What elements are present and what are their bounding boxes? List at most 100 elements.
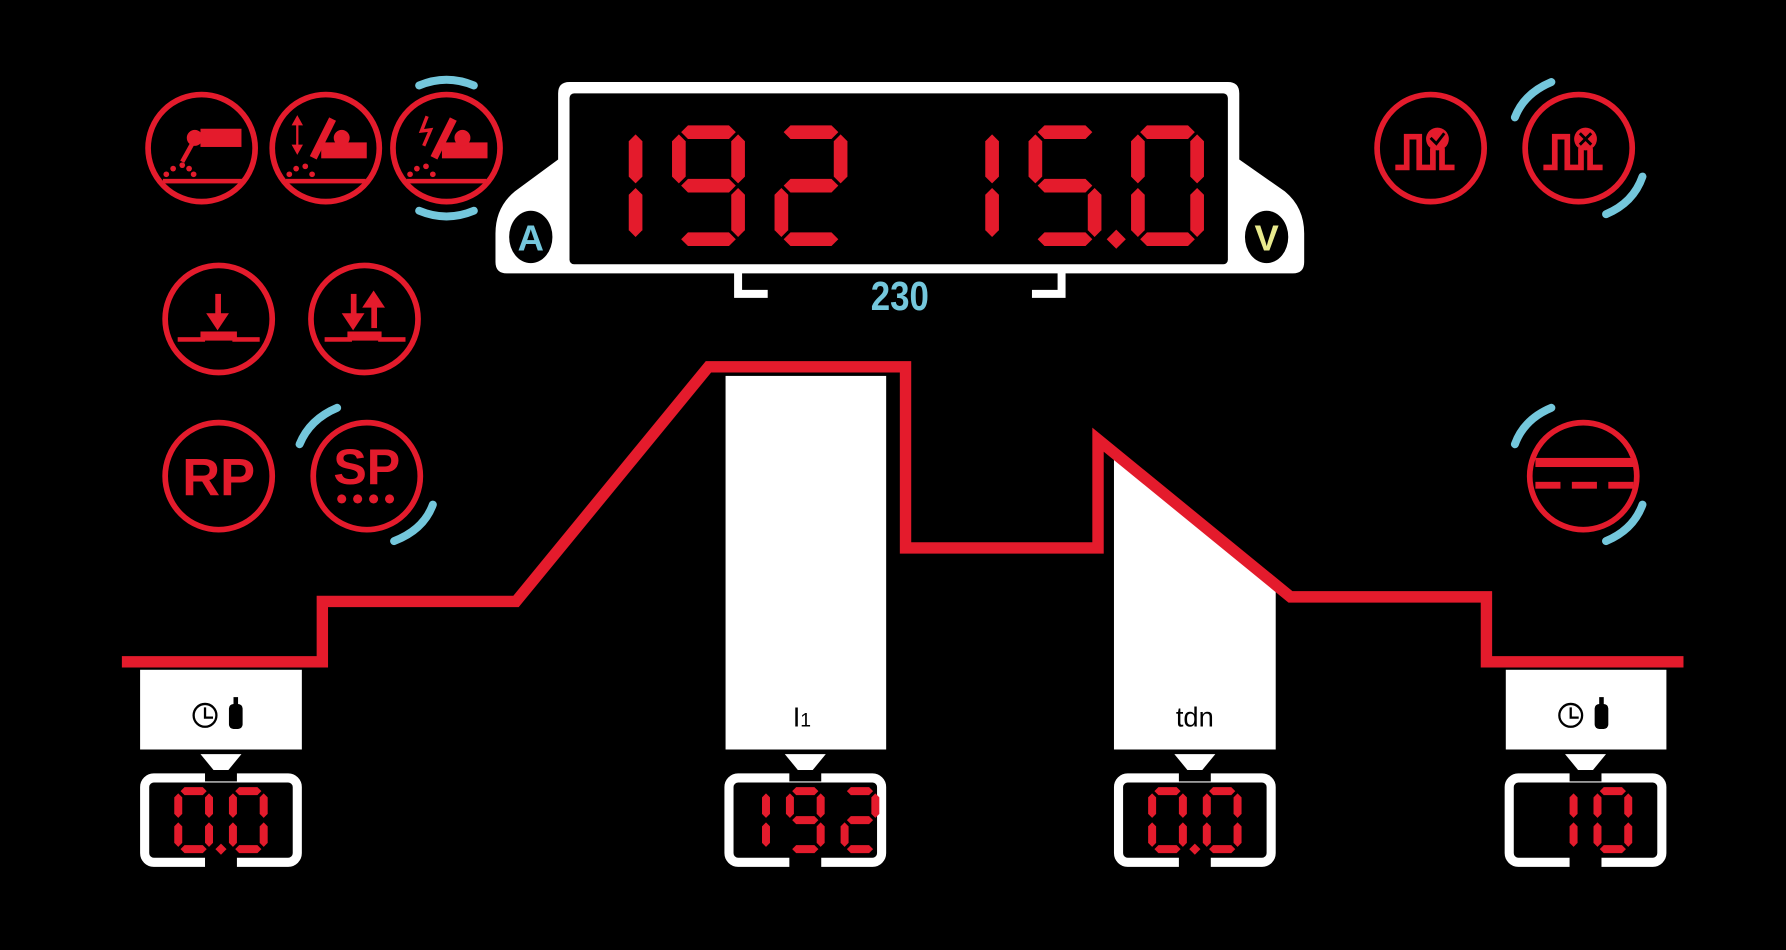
main-display: A V 230 [495, 82, 1305, 320]
segment-f [672, 134, 686, 184]
pulse-on-button[interactable] [1374, 91, 1488, 205]
segment-a [1140, 125, 1195, 139]
segment-a [235, 787, 262, 796]
segment-e [174, 822, 183, 847]
segment-d [235, 845, 262, 854]
post-gas-time-value [1569, 787, 1633, 854]
segment-d [1140, 232, 1195, 247]
voltage-unit: V [1254, 218, 1279, 259]
segment-d [846, 845, 874, 854]
segment-a [1209, 787, 1236, 796]
stick-electrode-icon [162, 128, 243, 184]
segment-b [816, 793, 825, 818]
process-button-mma[interactable] [145, 91, 258, 205]
sp-button[interactable]: SP [295, 403, 437, 546]
segment-f [1028, 134, 1043, 184]
segment-e [228, 822, 237, 847]
current-unit: A [518, 218, 544, 259]
button-ring [310, 419, 424, 533]
segment-b [259, 793, 268, 818]
segment-d [783, 232, 839, 247]
selected-indicator-arc [1510, 78, 1556, 122]
process-button-tig-lift[interactable] [269, 91, 383, 205]
segment-e [1131, 187, 1145, 237]
segment-e [1593, 822, 1602, 847]
segment-c [731, 187, 745, 237]
segment-c [205, 822, 213, 847]
post-gas-time-value-box[interactable] [1504, 754, 1667, 868]
segment-c [1233, 822, 1242, 847]
segment-b [762, 793, 770, 818]
selected-indicator-arc [415, 75, 478, 90]
downslope-time-value-box[interactable] [1113, 754, 1276, 868]
segment-b [628, 134, 643, 184]
decimal-point [1106, 229, 1126, 249]
current-readout [628, 125, 848, 247]
sp-dots-icon [337, 494, 395, 504]
segment-digit [1593, 787, 1633, 854]
voltage-unit-badge: V [1244, 210, 1289, 264]
segment-a [1154, 787, 1181, 796]
segment-c [1087, 187, 1102, 237]
segment-d [681, 232, 736, 247]
segment-c [1569, 822, 1578, 847]
segment-b [731, 134, 745, 184]
segment-f [1593, 793, 1602, 818]
pulse-off-button[interactable] [1510, 78, 1647, 219]
trigger-4t-button[interactable] [308, 262, 421, 376]
value-box-frame [1504, 773, 1667, 867]
segment-f [228, 793, 237, 818]
arrow-down-2t-icon [177, 293, 260, 342]
segment-d [1154, 845, 1181, 854]
pulse-check-icon [1395, 127, 1455, 171]
segment-digit [762, 793, 770, 847]
sp-label: SP [333, 439, 400, 495]
pre-gas-time-value-box[interactable] [140, 754, 302, 868]
button-ring [162, 262, 276, 376]
segment-digit [1131, 125, 1204, 247]
process-button-tig-hf[interactable] [390, 75, 503, 221]
segment-b [985, 134, 999, 184]
segment-d [1037, 232, 1093, 247]
segment-a [792, 787, 819, 796]
segment-f [1148, 793, 1157, 818]
button-ring [162, 419, 276, 533]
segment-d [1209, 845, 1236, 854]
button-ring [308, 262, 421, 376]
current-profile-line [121, 361, 1684, 668]
segment-digit [174, 787, 213, 854]
segment-g [792, 816, 819, 825]
segment-digit [840, 787, 880, 854]
button-ring [145, 91, 258, 205]
trigger-2t-button[interactable] [162, 262, 276, 376]
segment-e [1148, 822, 1157, 847]
pulse-cross-icon [1543, 127, 1603, 171]
dc-mode-button[interactable] [1510, 403, 1647, 546]
segment-digit [228, 787, 268, 854]
segment-digit [1202, 787, 1242, 854]
selected-indicator-arc [295, 403, 342, 449]
tig-lift-torch-icon [285, 115, 367, 184]
downslope-time-value [1148, 787, 1242, 855]
button-ring [1522, 91, 1636, 205]
segment-b [833, 134, 848, 184]
pointer-triangle-icon [1174, 754, 1216, 780]
segment-a [1037, 125, 1093, 139]
segment-g [846, 816, 874, 825]
segment-b [205, 793, 213, 818]
pre-gas-time-value [174, 787, 268, 855]
segment-digit [1148, 787, 1187, 854]
voltage-readout [985, 125, 1204, 249]
segment-digit [985, 134, 999, 237]
segment-g [1037, 178, 1093, 193]
button-ring [269, 91, 383, 205]
downslope-phase-fill [1113, 453, 1276, 750]
rp-button[interactable]: RP [162, 419, 276, 533]
selected-indicator-arc [415, 206, 478, 221]
segment-digit [1569, 793, 1578, 847]
i1-current-value-box[interactable] [724, 754, 887, 868]
segment-a [180, 787, 207, 796]
segment-digit [785, 787, 825, 854]
segment-e [774, 187, 789, 237]
